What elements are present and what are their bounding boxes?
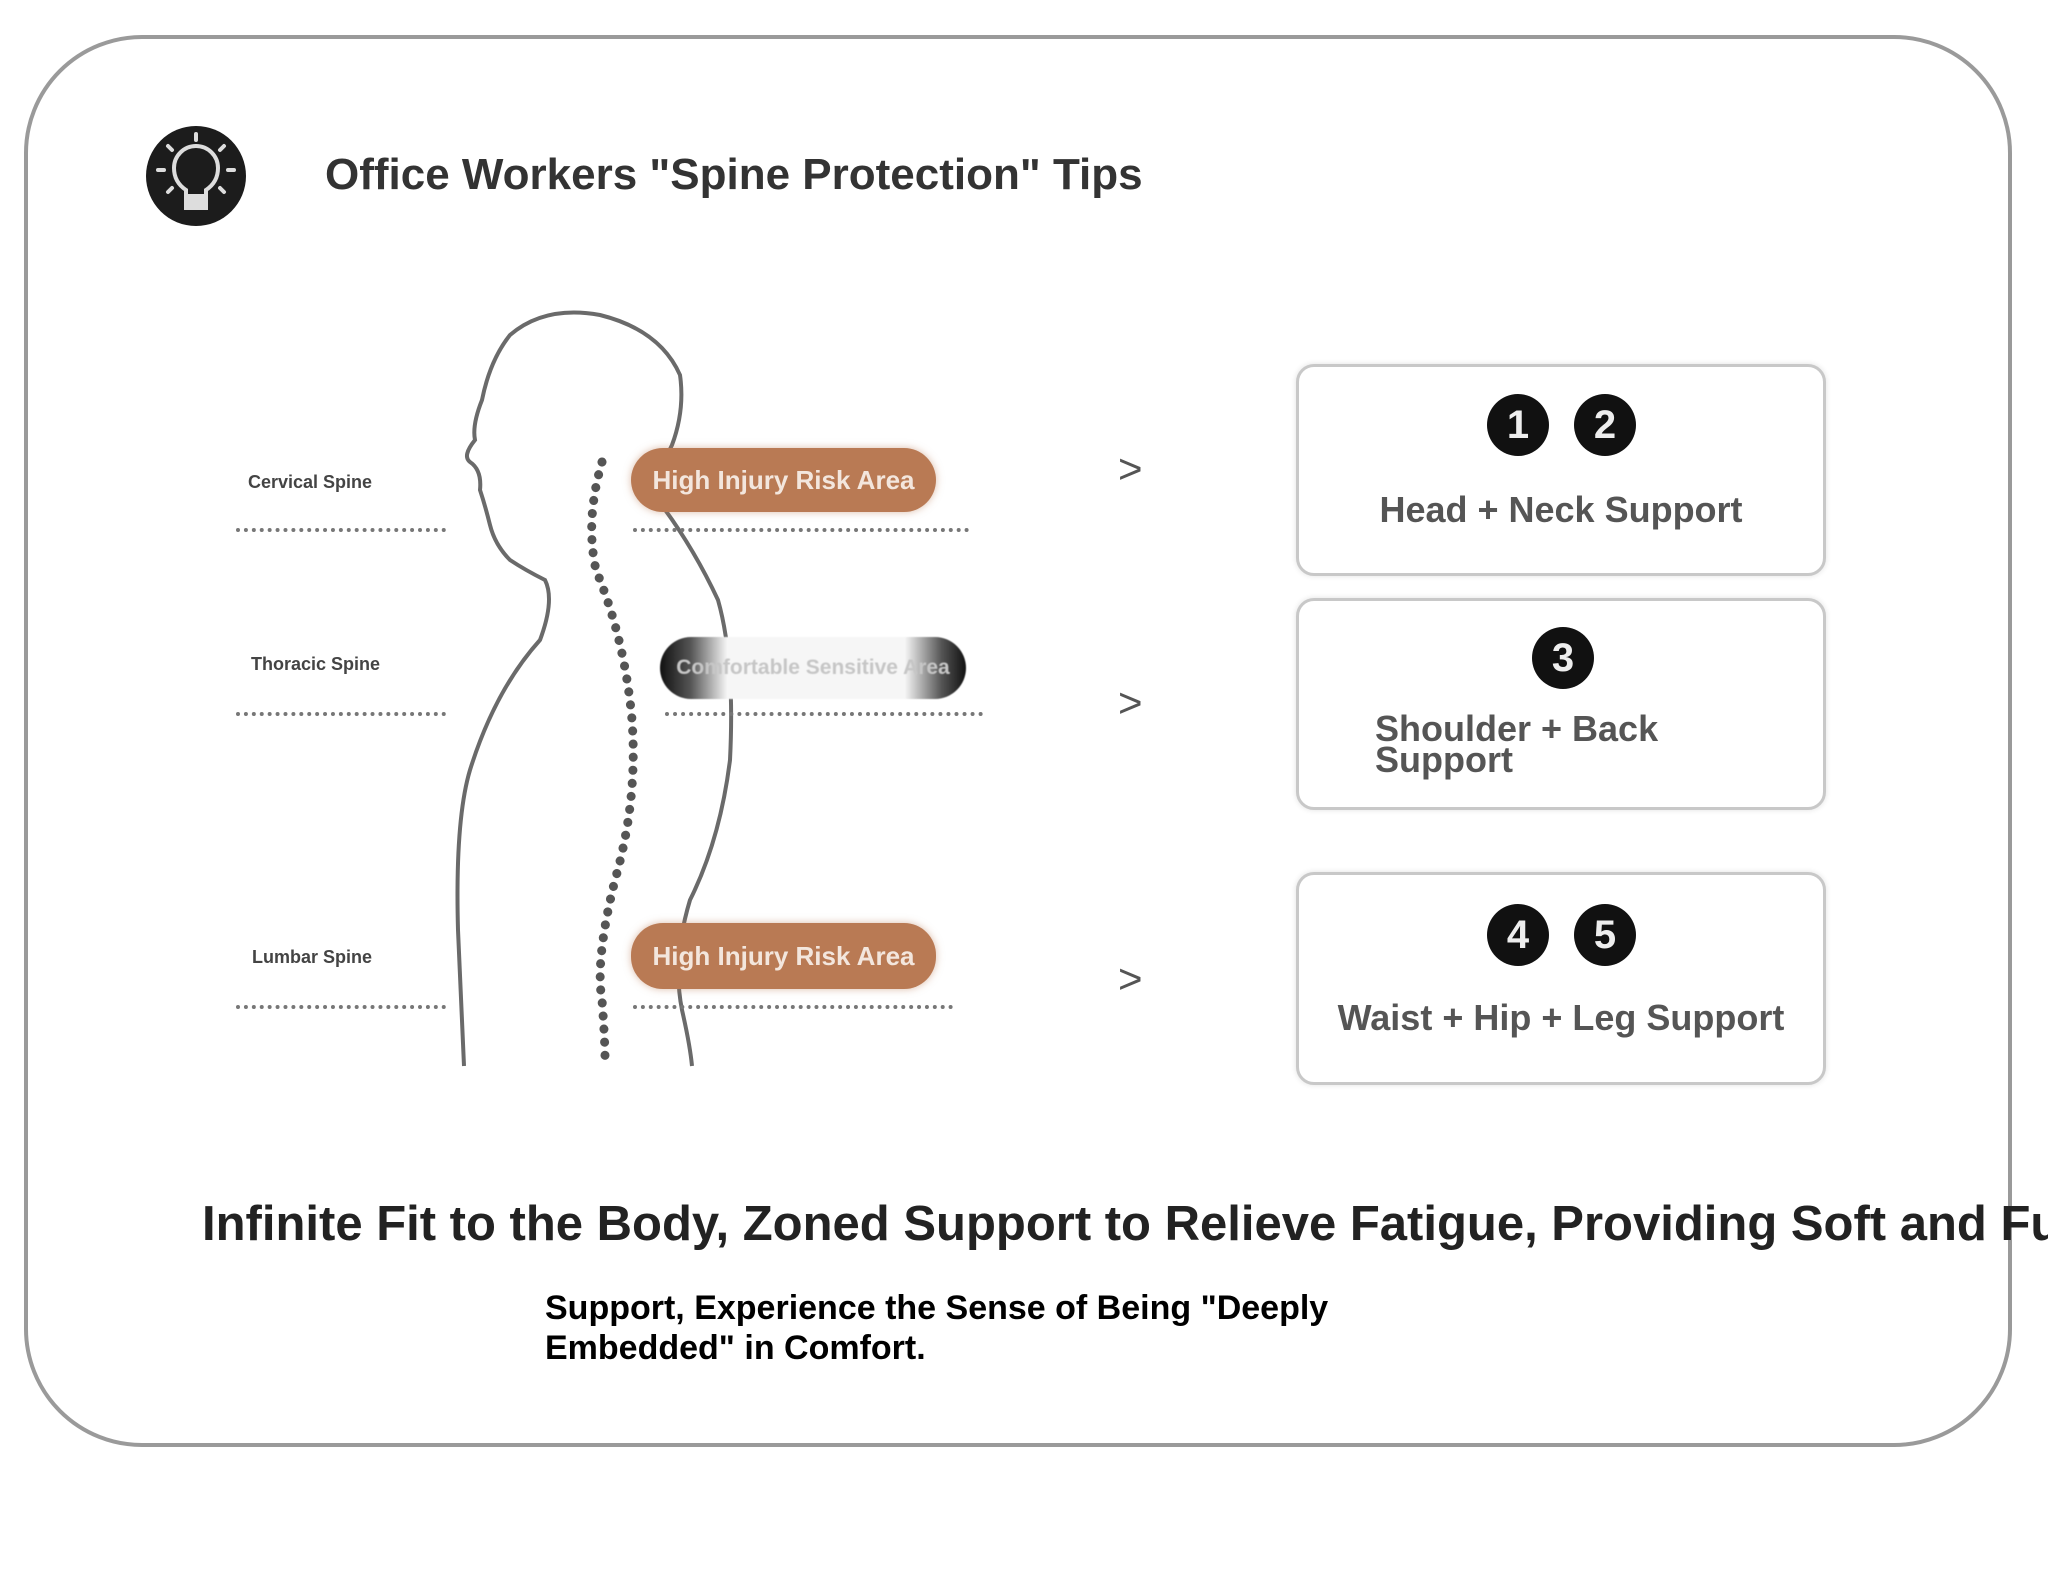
number-badge: 2 bbox=[1574, 394, 1636, 456]
spine-dots bbox=[587, 457, 638, 1063]
support-card-waist-hip-leg: 4 5 Waist + Hip + Leg Support bbox=[1296, 872, 1826, 1085]
support-label-line: Shoulder + Back bbox=[1375, 708, 1659, 749]
label-lumbar-spine: Lumbar Spine bbox=[252, 947, 373, 967]
card-frame bbox=[24, 35, 2012, 1447]
silhouette-outline bbox=[455, 310, 734, 1067]
divider-lumbar-right bbox=[633, 1005, 953, 1009]
divider-lumbar bbox=[236, 1005, 446, 1009]
divider-thoracic bbox=[236, 712, 446, 716]
subline: Support, Experience the Sense of Being "… bbox=[545, 1288, 1328, 1368]
support-label-line: Support bbox=[1375, 739, 1513, 780]
support-label: Shoulder + Back Support bbox=[1375, 708, 1659, 780]
support-card-shoulder-back: 3 Shoulder + Back Support bbox=[1296, 598, 1826, 810]
page-title: Office Workers "Spine Protection" Tips bbox=[325, 150, 1143, 199]
label-thoracic-spine: Thoracic Spine bbox=[251, 654, 381, 674]
arrow-icon: > bbox=[1118, 955, 1143, 1002]
lightbulb-icon bbox=[146, 126, 246, 226]
number-badge: 1 bbox=[1487, 394, 1549, 456]
label-cervical-spine: Cervical Spine bbox=[248, 472, 373, 492]
support-label: Head + Neck Support bbox=[1379, 489, 1743, 530]
arrow-icon: > bbox=[1118, 445, 1143, 492]
zone-badge-cervical: High Injury Risk Area bbox=[631, 448, 936, 512]
support-label: Waist + Hip + Leg Support bbox=[1337, 997, 1785, 1038]
subline-line: Support, Experience the Sense of Being "… bbox=[545, 1289, 1329, 1327]
support-card-head-neck: 1 2 Head + Neck Support bbox=[1296, 364, 1826, 576]
number-badge: 4 bbox=[1487, 904, 1549, 966]
zone-badge-thoracic: Comfortable Sensitive Area bbox=[660, 637, 966, 699]
zone-badge-lumbar: High Injury Risk Area bbox=[631, 923, 936, 989]
number-badge: 3 bbox=[1532, 627, 1594, 689]
divider-cervical bbox=[236, 528, 446, 532]
divider-thoracic-right bbox=[665, 712, 983, 716]
divider-cervical-right bbox=[633, 528, 969, 532]
arrow-icon: > bbox=[1118, 679, 1143, 726]
headline: Infinite Fit to the Body, Zoned Support … bbox=[202, 1197, 2048, 1251]
number-badge: 5 bbox=[1574, 904, 1636, 966]
subline-line: Embedded" in Comfort. bbox=[545, 1329, 926, 1367]
